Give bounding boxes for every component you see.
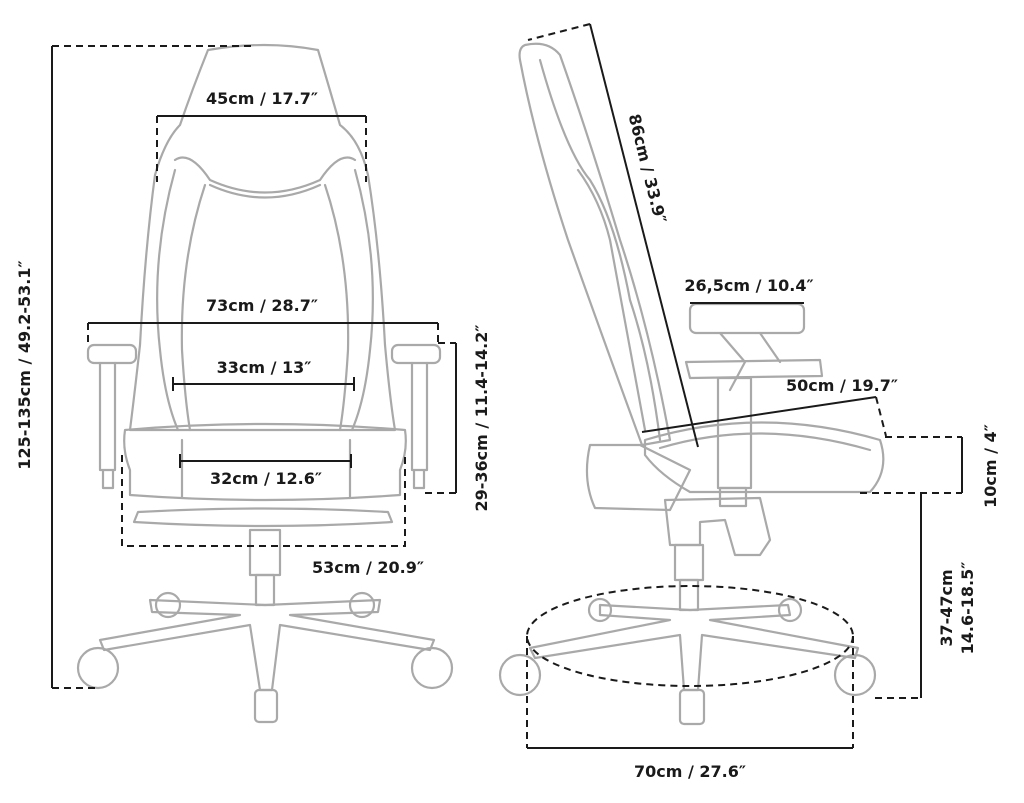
side-seat-height-label-line1: 37-47cm: [937, 569, 956, 646]
side-star-base: [528, 603, 860, 692]
side-gas-lift-lower: [678, 578, 700, 612]
side-armrest-pad-length-label: 26,5cm / 10.4″: [684, 276, 813, 295]
front-caster-back-left: [154, 591, 182, 619]
front-seat-plate: [132, 507, 394, 528]
front-caster-left: [76, 646, 120, 690]
side-armrest-foot: [718, 486, 748, 508]
side-backrest-height-line: [589, 23, 699, 448]
front-gas-lift-lower: [254, 573, 276, 607]
side-base-dash: [526, 636, 854, 748]
front-caster-right: [410, 646, 454, 690]
front-left-armrest-pad: [86, 343, 138, 365]
side-armrest-lower-pad: [684, 358, 824, 380]
front-seat-line: [179, 454, 352, 468]
front-armrest-span-dash: [87, 323, 439, 345]
side-seat-depth-line: [641, 396, 877, 433]
front-star-base: [98, 598, 436, 692]
side-labels: 86cm / 33.9″ 26,5cm / 10.4″ 50cm / 19.7″…: [625, 112, 1000, 781]
side-caster-left: [498, 653, 542, 697]
front-seat-center: [180, 438, 352, 500]
front-headrest-pillow: [173, 156, 357, 194]
side-caster-back-right: [777, 597, 803, 623]
side-dimensions: [526, 23, 963, 749]
front-right-armrest-post: [410, 361, 429, 490]
side-mechanism: [663, 496, 772, 557]
front-backrest-shell: [128, 43, 397, 432]
side-seat-height-label-line2: 14.6-18.5″: [958, 562, 977, 655]
side-seat-thickness-dash: [860, 436, 962, 494]
front-headrest-dash: [156, 116, 367, 182]
side-backrest-base: [585, 443, 692, 512]
front-armrest-height-label: 29-36cm / 11.4-14.2″: [472, 324, 491, 511]
front-left-bolster: [156, 168, 180, 432]
front-backrest-width-label: 33cm / 13″: [217, 358, 312, 377]
front-left-armrest-post: [98, 361, 117, 490]
front-height-label: 125-135cm / 49.2-53.1″: [15, 260, 34, 469]
front-left-bolster-inner: [180, 183, 207, 432]
front-gas-lift: [248, 528, 282, 577]
front-base-width-label: 53cm / 20.9″: [312, 558, 424, 577]
front-backrest-line: [172, 377, 355, 391]
side-view-chair: [498, 42, 885, 726]
front-headrest-bottom: [208, 183, 322, 199]
front-dimensions: [51, 45, 457, 689]
front-headrest-width-label: 45cm / 17.7″: [206, 89, 318, 108]
side-seat-depth-dash: [875, 396, 887, 437]
side-backrest-height-dash: [527, 23, 591, 41]
front-caster-center: [253, 688, 279, 724]
front-seat-cushion: [123, 422, 407, 502]
side-caster-right: [833, 653, 877, 697]
side-seat-depth-label: 50cm / 19.7″: [786, 376, 898, 395]
front-caster-back-right: [348, 591, 376, 619]
front-base-dash: [121, 455, 406, 547]
side-gas-lift: [673, 543, 705, 582]
side-armrest-pad: [688, 302, 806, 335]
side-caster-back-left: [587, 597, 613, 623]
side-base-ellipse: [526, 585, 854, 687]
side-seat-seam: [658, 432, 872, 452]
front-right-armrest-pad: [390, 343, 442, 365]
front-view-chair: [76, 43, 454, 724]
side-backrest-bolster: [576, 168, 647, 432]
side-caster-center: [678, 688, 706, 726]
side-backrest: [518, 42, 672, 447]
front-right-bolster-inner: [323, 183, 350, 432]
side-seat-thickness-label: 10cm / 4″: [981, 424, 1000, 508]
side-base-diameter-label: 70cm / 27.6″: [634, 762, 746, 781]
side-seat-cushion: [643, 421, 885, 494]
side-backrest-height-label: 86cm / 33.9″: [625, 112, 671, 225]
side-backrest-inner: [538, 58, 662, 442]
front-labels: 125-135cm / 49.2-53.1″ 45cm / 17.7″ 73cm…: [15, 89, 491, 577]
front-armrest-height-dash: [425, 342, 456, 494]
front-right-bolster: [350, 168, 374, 432]
front-armrest-span-label: 73cm / 28.7″: [206, 296, 318, 315]
front-seat-width-label: 32cm / 12.6″: [210, 469, 322, 488]
